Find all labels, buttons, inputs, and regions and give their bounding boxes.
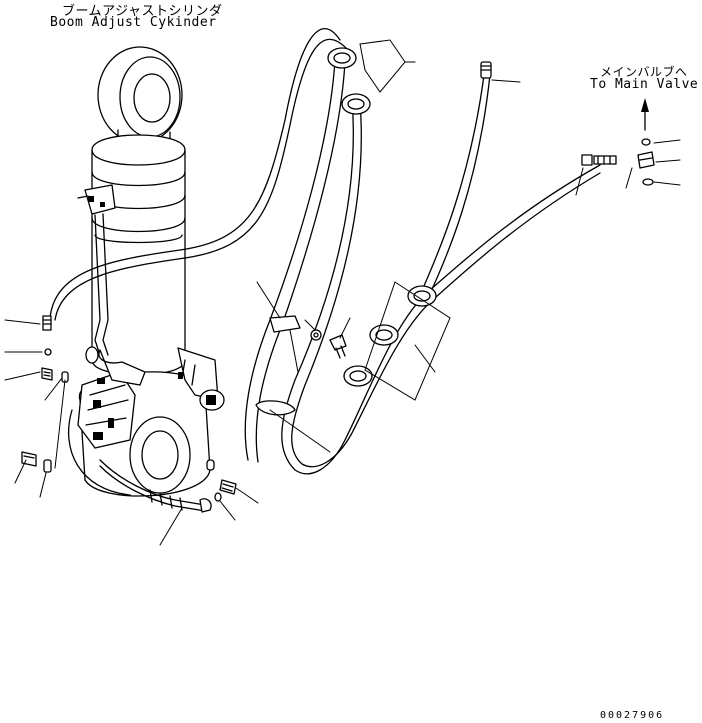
drawing-number: 00027906 — [600, 710, 665, 721]
fitting-to-main-valve — [581, 138, 655, 186]
arrow-to-main-valve — [641, 98, 649, 131]
hose-end-top — [480, 61, 492, 79]
cylinder-body — [91, 134, 186, 376]
hose-upper-long — [49, 28, 341, 319]
hose-lower — [99, 459, 206, 506]
main-valve-label-en: To Main Valve — [590, 77, 699, 92]
cylinder-label-en: Boom Adjust Cykinder — [50, 15, 217, 30]
cylinder-label-jp: ブームアジャストシリンダ — [62, 4, 223, 19]
bolt-washer — [310, 329, 347, 359]
leader-lines — [4, 39, 681, 546]
clamp-upper — [77, 184, 116, 215]
fitting-lower-right — [199, 479, 237, 513]
fitting-left-parts — [21, 348, 69, 473]
hose-loop-center — [244, 59, 601, 475]
plug-small — [206, 459, 215, 471]
o-ring-lower — [214, 492, 222, 502]
fitting-left-hose-end — [42, 315, 52, 331]
main-valve-label-jp: メインバルブへ — [600, 65, 688, 79]
valve-block — [77, 346, 146, 449]
hose-clamps — [255, 47, 437, 416]
cylinder-rod-eye — [97, 46, 183, 144]
bracket-right — [177, 347, 225, 411]
